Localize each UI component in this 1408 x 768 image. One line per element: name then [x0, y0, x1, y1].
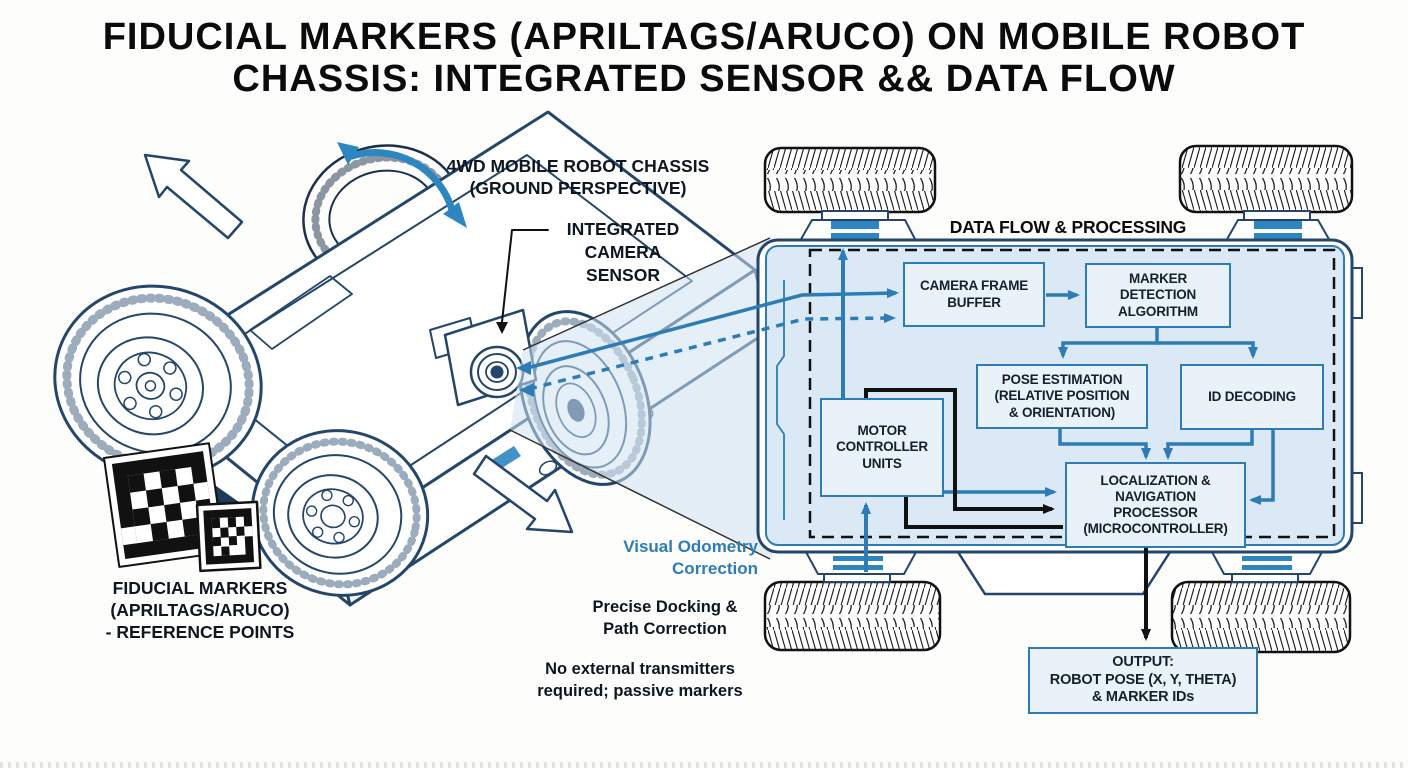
docking-label: Precise Docking & Path Correction	[592, 598, 738, 638]
tire-top-right	[1178, 144, 1354, 214]
node-output: OUTPUT: ROBOT POSE (X, Y, THETA) & MARKE…	[1028, 647, 1258, 714]
cutoff-text-strip	[0, 762, 1408, 768]
rear-bumper	[955, 550, 1173, 596]
node-marker-detection: MARKER DETECTION ALGORITHM	[1085, 263, 1231, 328]
node-camera-frame-buffer: CAMERA FRAME BUFFER	[903, 262, 1045, 327]
wheel-rear-left	[53, 284, 263, 480]
camera-callout-line	[496, 229, 549, 334]
node-pose-estimation: POSE ESTIMATION (RELATIVE POSITION & ORI…	[976, 364, 1148, 429]
page-title-line1: FIDUCIAL MARKERS (APRILTAGS/ARUCO) ON MO…	[102, 16, 1306, 58]
node-motor-controller: MOTOR CONTROLLER UNITS	[820, 398, 944, 497]
chassis-label: 4WD MOBILE ROBOT CHASSIS (GROUND PERSPEC…	[446, 156, 710, 198]
page-title-line2: CHASSIS: INTEGRATED SENSOR && DATA FLOW	[232, 58, 1176, 100]
apriltag-small	[195, 500, 262, 573]
rotation-arrow	[337, 142, 467, 228]
page-title: FIDUCIAL MARKERS (APRILTAGS/ARUCO) ON MO…	[0, 16, 1408, 100]
direction-arrow-down-right	[472, 454, 574, 534]
camera-fov-cone	[509, 237, 772, 560]
flow-connectors	[516, 248, 1275, 641]
integrated-camera-sensor	[429, 308, 538, 407]
tire-bottom-left	[763, 580, 942, 652]
visual-odometry-label: Visual Odometry Correction	[623, 537, 758, 578]
camera-label: INTEGRATED CAMERA SENSOR	[566, 219, 680, 285]
node-id-decoding: ID DECODING	[1180, 364, 1324, 430]
direction-arrow-up-left	[143, 153, 244, 240]
passive-markers-label: No external transmitters required; passi…	[537, 660, 743, 700]
tire-top-left	[763, 146, 937, 214]
wheel-front-left	[250, 429, 430, 597]
apriltag-large	[103, 442, 226, 568]
interior-bracket	[776, 280, 785, 520]
node-localization: LOCALIZATION & NAVIGATION PROCESSOR (MIC…	[1065, 462, 1246, 548]
dataflow-header: DATA FLOW & PROCESSING	[949, 217, 1187, 237]
fiducial-label: FIDUCIAL MARKERS (APRILTAGS/ARUCO) - REF…	[105, 578, 295, 642]
tire-bottom-right	[1170, 580, 1352, 654]
